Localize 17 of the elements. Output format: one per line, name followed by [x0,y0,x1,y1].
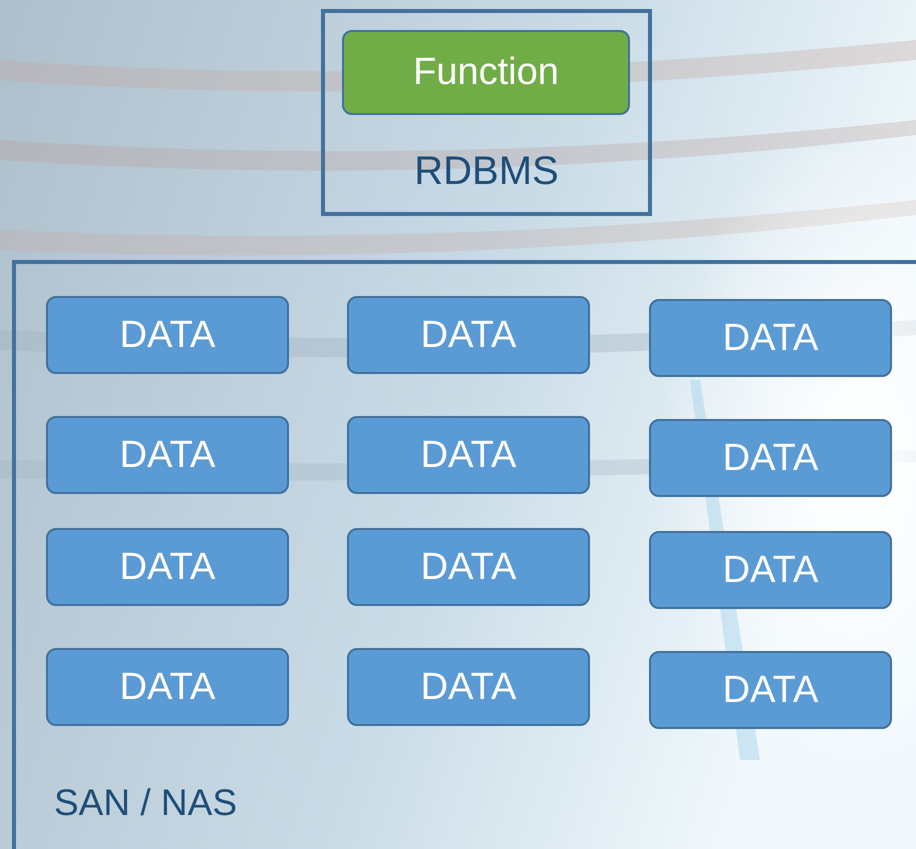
data-box: DATA [347,648,590,726]
data-box: DATA [347,416,590,494]
function-box: Function [342,30,630,115]
data-box: DATA [46,528,289,606]
container-frame [12,260,916,849]
container-frame [321,9,652,216]
data-box: DATA [347,528,590,606]
group-title: RDBMS [413,149,560,194]
data-box: DATA [649,299,892,377]
data-box: DATA [46,416,289,494]
data-box: DATA [649,531,892,609]
group-title: SAN / NAS [54,782,237,824]
data-box: DATA [46,648,289,726]
data-box: DATA [347,296,590,374]
data-box: DATA [649,419,892,497]
data-box: DATA [46,296,289,374]
data-box: DATA [649,651,892,729]
